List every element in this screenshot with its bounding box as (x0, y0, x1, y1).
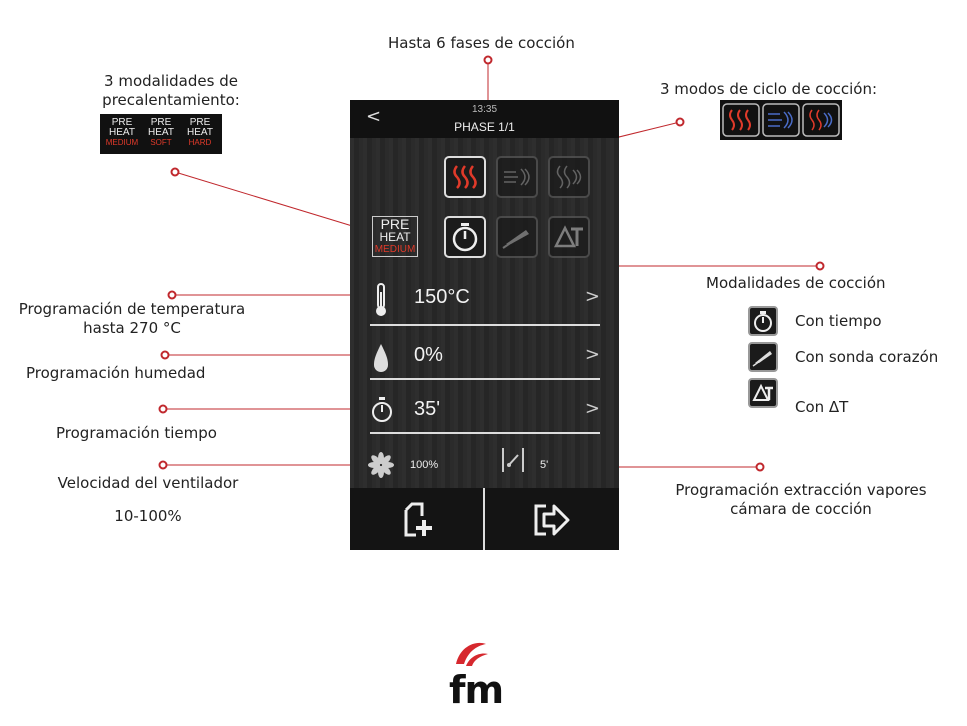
time-row[interactable]: 35' > (370, 390, 600, 430)
legend-core-probe-label: Con sonda corazón (795, 348, 939, 366)
temperature-row[interactable]: 150°C > (370, 278, 600, 318)
fm-leaf-logo-icon (456, 642, 488, 666)
mode-delta-t-button[interactable] (548, 216, 590, 258)
callout-preheat: 3 modalidades de precalentamiento: (76, 72, 266, 110)
oven-control-screen: < 13:35 PHASE 1/1 PRE HEAT MEDIUM 150°C … (350, 100, 619, 550)
top-bar: < 13:35 PHASE 1/1 (350, 100, 619, 138)
chevron-right-icon: > (584, 286, 600, 307)
preheat-button[interactable]: PRE HEAT MEDIUM (370, 216, 420, 264)
vent-icon[interactable] (500, 446, 526, 474)
callout-temperature-line1: Programación de temperatura (18, 300, 246, 318)
mode-core-probe-button[interactable] (496, 216, 538, 258)
add-phase-button[interactable] (400, 502, 436, 538)
callout-preheat-line1: 3 modalidades de (104, 72, 238, 90)
core-probe-icon (502, 230, 529, 249)
callout-fan-line1: Velocidad del ventilador (57, 474, 239, 492)
callout-temperature: Programación de temperatura hasta 270 °C (4, 300, 260, 338)
callout-fan: Velocidad del ventilador 10-100% (30, 474, 266, 526)
legend-delta-t-label: Con ΔT (795, 398, 849, 416)
exit-button[interactable] (532, 502, 572, 538)
divider (370, 378, 600, 380)
combi-icon (556, 165, 582, 189)
steam-waves-icon (453, 165, 477, 189)
legend-core-probe-icon (748, 342, 778, 372)
phase-indicator[interactable]: PHASE 1/1 (454, 120, 515, 134)
preheat-line2: HEAT (372, 231, 418, 244)
bottom-separator (483, 488, 485, 550)
chevron-right-icon: > (584, 344, 600, 365)
callout-vapor-line1: Programación extracción vapores (675, 481, 927, 499)
chevron-right-icon: > (584, 398, 600, 419)
temperature-value: 150°C (414, 286, 470, 308)
thermometer-icon (376, 283, 386, 316)
timer-icon (372, 397, 392, 422)
fan-icon[interactable] (368, 452, 394, 478)
callout-cycle-modes: 3 modos de ciclo de cocción: (660, 80, 878, 98)
back-button[interactable]: < (366, 106, 382, 127)
cycle-steam-button[interactable] (444, 156, 486, 198)
legend-timer-icon (748, 306, 778, 336)
cycle-combi-button[interactable] (548, 156, 590, 198)
timer-icon (452, 223, 478, 252)
convection-icon (504, 168, 530, 186)
water-drop-icon (374, 344, 388, 372)
callout-cooking-modes: Modalidades de cocción (706, 274, 886, 292)
bottom-bar (350, 488, 619, 550)
humidity-row[interactable]: 0% > (370, 336, 600, 376)
callout-fan-line2: 10-100% (114, 507, 182, 525)
preheat-line3: MEDIUM (372, 244, 418, 257)
time-value: 35' (414, 398, 441, 420)
preheat-line1: PRE (372, 216, 418, 231)
divider (370, 324, 600, 326)
callout-time: Programación tiempo (56, 424, 217, 442)
cycle-modes-panel (720, 100, 842, 140)
fm-logo: fm (449, 668, 504, 712)
callout-vapor-line2: cámara de cocción (730, 500, 872, 518)
callout-phases: Hasta 6 fases de cocción (388, 34, 575, 52)
vent-value: 5' (540, 459, 549, 471)
legend-timer-label: Con tiempo (795, 312, 882, 330)
mode-timer-button[interactable] (444, 216, 486, 258)
clock: 13:35 (471, 104, 498, 115)
humidity-value: 0% (414, 344, 443, 366)
callout-preheat-line2: precalentamiento: (102, 91, 240, 109)
cycle-modes-icons (722, 103, 840, 137)
callout-vapor: Programación extracción vapores cámara d… (648, 481, 954, 519)
callout-humidity: Programación humedad (26, 364, 206, 382)
delta-t-icon (553, 225, 583, 248)
divider (370, 432, 600, 434)
fan-speed-value: 100% (410, 459, 439, 471)
cycle-convection-button[interactable] (496, 156, 538, 198)
legend-delta-t-icon (748, 378, 778, 408)
callout-temperature-line2: hasta 270 °C (83, 319, 181, 337)
